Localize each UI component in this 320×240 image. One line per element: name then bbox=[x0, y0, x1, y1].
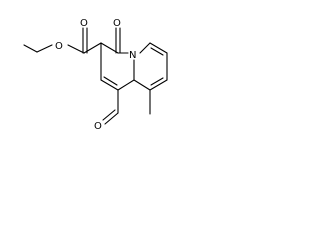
atom-o-ester-single: O bbox=[55, 41, 63, 52]
bond-c6-c7-inner bbox=[150, 47, 164, 56]
bond-c3-c4 bbox=[100, 42, 119, 54]
bond-c8-c9-inner bbox=[150, 77, 164, 86]
atom-n-ring: N bbox=[129, 50, 136, 61]
bond-o-ester-carbon bbox=[67, 44, 85, 54]
bond-c9-c9a bbox=[133, 79, 151, 91]
structure-canvas: O O O N O bbox=[0, 0, 225, 148]
bond-ch3-ch2 bbox=[23, 44, 38, 53]
atom-o-formyl: O bbox=[94, 121, 102, 132]
bond-cho-double-o-b bbox=[102, 109, 116, 121]
molecule-structure: O O O N O bbox=[23, 18, 168, 132]
bond-c1-c2-inner bbox=[103, 76, 118, 86]
bond-cho-double-o-a bbox=[104, 112, 119, 125]
atom-o-ester-carbonyl: O bbox=[80, 18, 88, 29]
bond-c6-c7 bbox=[149, 42, 168, 54]
bond-c9a-c1 bbox=[117, 79, 135, 91]
atom-o-ring-ketone: O bbox=[113, 18, 121, 29]
bond-n-c6 bbox=[139, 42, 151, 54]
bond-c8-c9 bbox=[149, 79, 168, 91]
bond-ester-to-ring bbox=[83, 42, 102, 54]
bond-c1-c2 bbox=[100, 79, 119, 91]
bond-ch2-o bbox=[36, 44, 53, 53]
